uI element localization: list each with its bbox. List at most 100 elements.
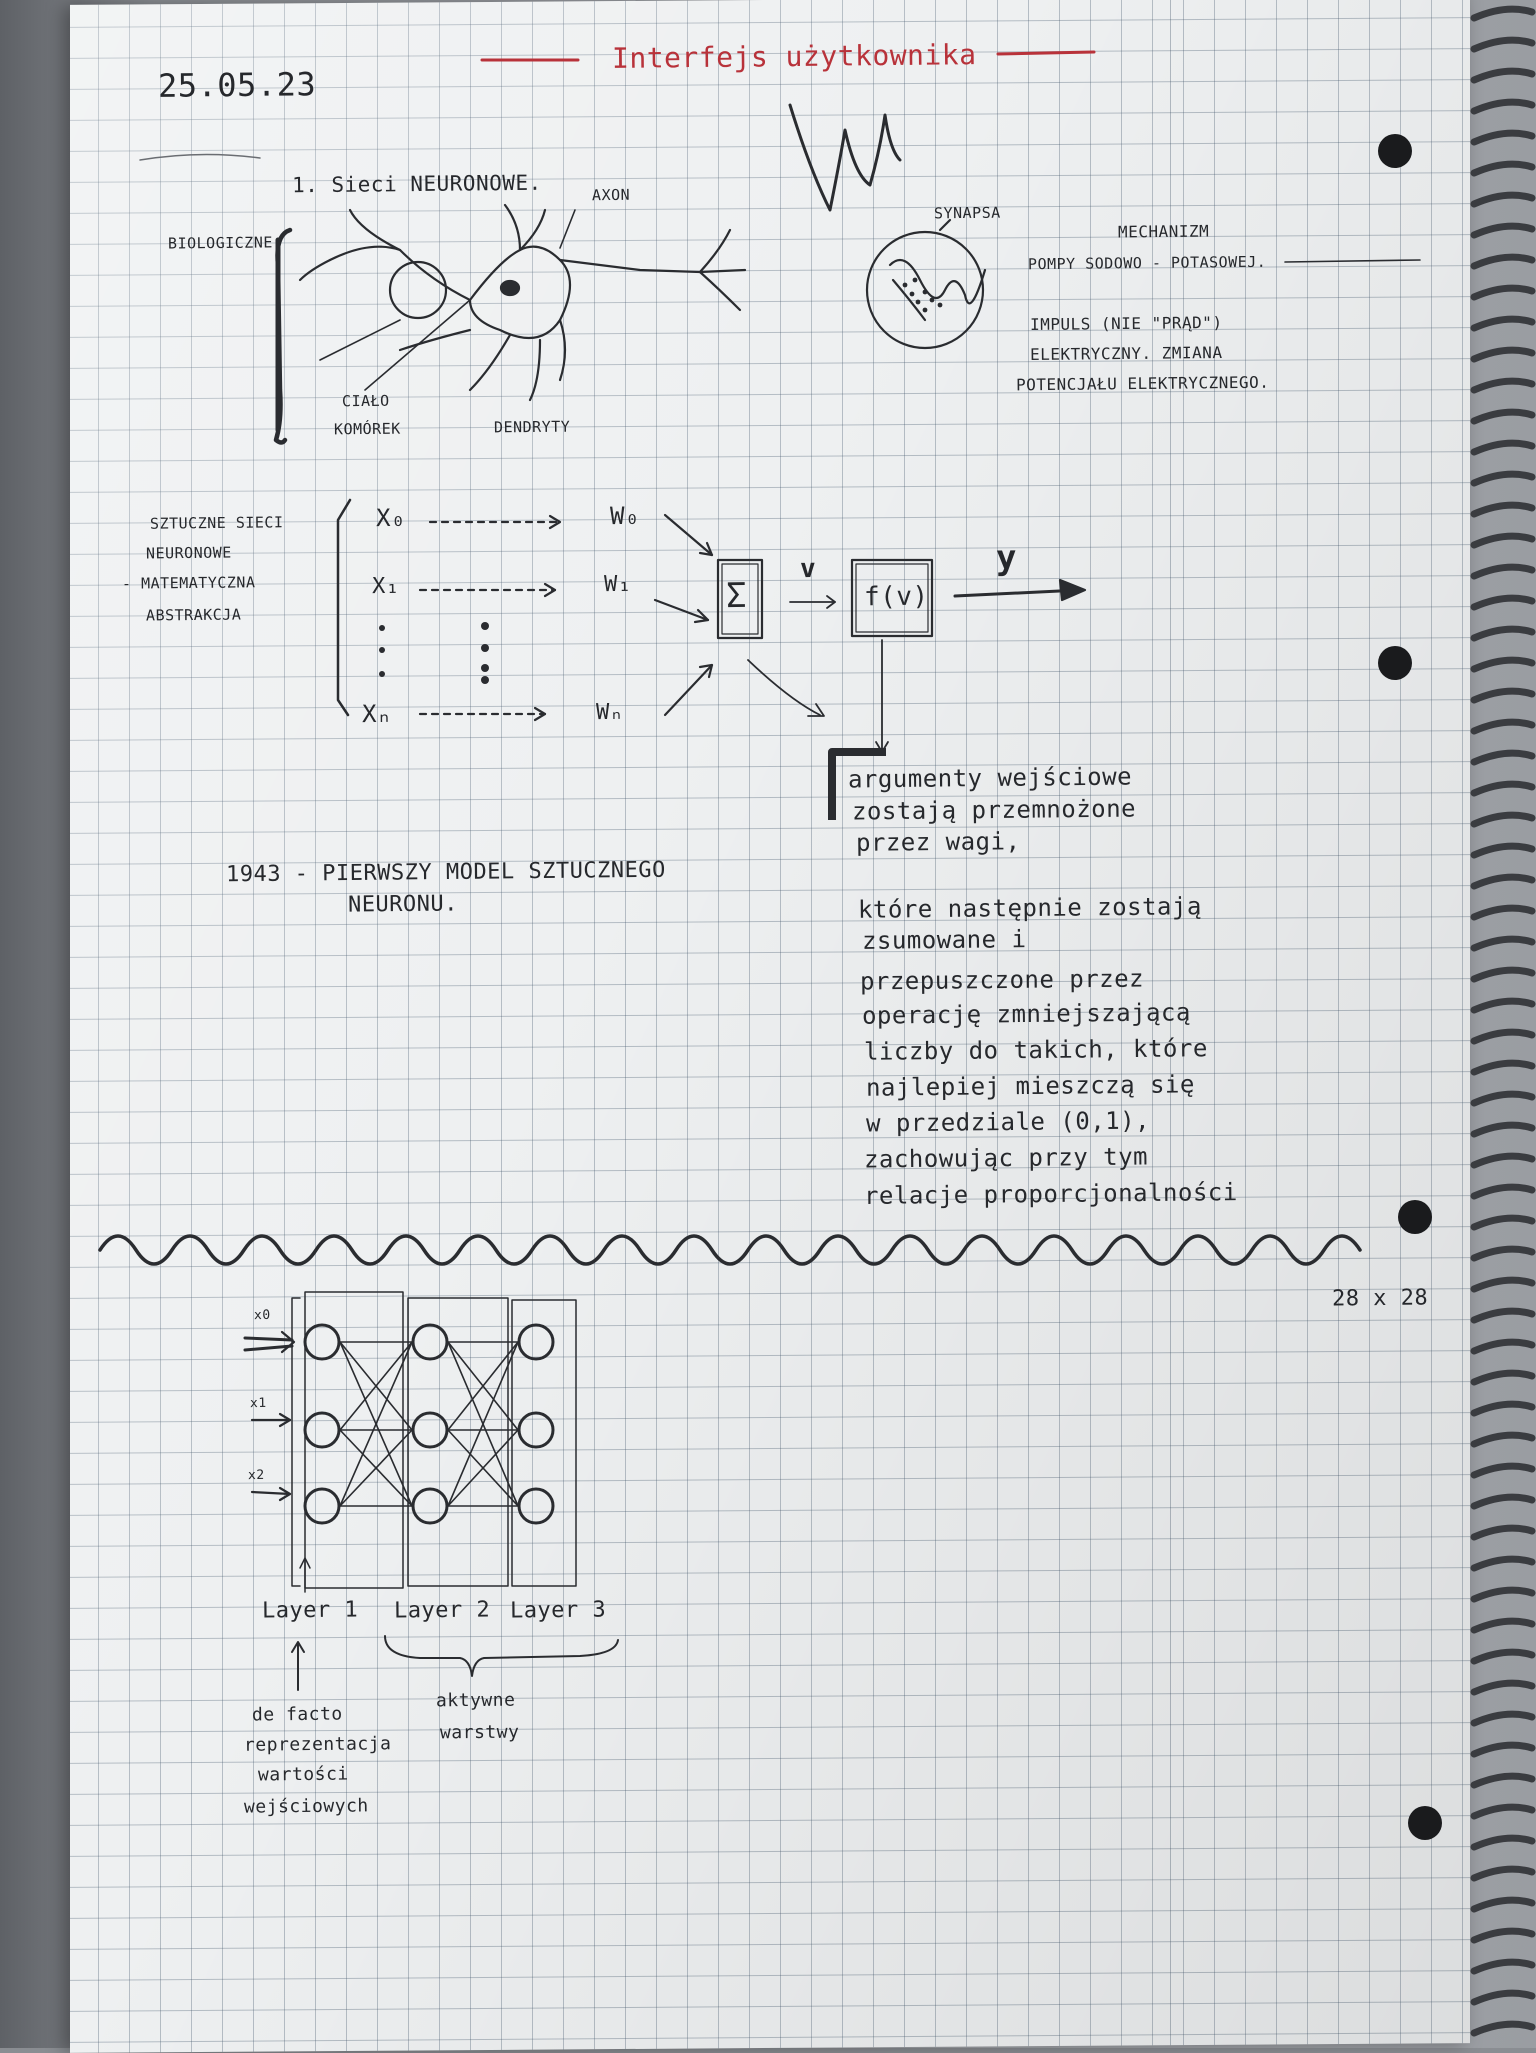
network-edge bbox=[339, 1341, 413, 1431]
network-node bbox=[517, 1487, 555, 1525]
network-node bbox=[517, 1411, 555, 1449]
spiral-coil bbox=[1470, 1834, 1536, 1851]
label-biological: BIOLOGICZNE bbox=[167, 233, 273, 253]
spiral-coil bbox=[1470, 1493, 1536, 1510]
explanation-line: argumenty wejściowe bbox=[847, 762, 1133, 794]
spiral-coil bbox=[1470, 439, 1536, 456]
network-node bbox=[411, 1487, 449, 1525]
label-dendrites: DENDRYTY bbox=[493, 417, 571, 437]
network-edge bbox=[339, 1341, 413, 1507]
weight-wn: Wₙ bbox=[595, 699, 624, 726]
spiral-coil bbox=[1470, 1276, 1536, 1293]
input-label-x2: x2 bbox=[247, 1467, 265, 1484]
spiral-coil bbox=[1470, 129, 1536, 146]
spiral-coil bbox=[1470, 563, 1536, 580]
spiral-coil bbox=[1470, 1307, 1536, 1324]
spiral-coil bbox=[1470, 1214, 1536, 1231]
punch-hole bbox=[1408, 1806, 1442, 1840]
input-x1: X₁ bbox=[371, 573, 400, 600]
impulse-text: IMPULS (NIE "PRĄD") bbox=[1029, 312, 1223, 335]
spiral-coil bbox=[1470, 1183, 1536, 1200]
explanation-line: najlepiej mieszczą się bbox=[865, 1070, 1196, 1102]
spiral-coil bbox=[1470, 1710, 1536, 1727]
network-node bbox=[411, 1411, 449, 1449]
explanation-line: relacje proporcjonalności bbox=[863, 1178, 1238, 1210]
layer-label: Layer 3 bbox=[509, 1597, 607, 1624]
spiral-coil bbox=[1470, 222, 1536, 239]
network-node bbox=[303, 1411, 341, 1449]
spiral-coil bbox=[1470, 1896, 1536, 1913]
spiral-coil bbox=[1470, 749, 1536, 766]
spiral-coil bbox=[1470, 1741, 1536, 1758]
spiral-coil bbox=[1470, 625, 1536, 642]
activation-function: f(v) bbox=[863, 581, 929, 613]
impulse-text: ELEKTRYCZNY. ZMIANA bbox=[1029, 342, 1223, 365]
network-edge bbox=[447, 1341, 519, 1431]
network-edge bbox=[447, 1429, 519, 1507]
spiral-coil bbox=[1470, 1958, 1536, 1975]
page-title: Interfejs użytkownika bbox=[611, 38, 977, 75]
spiral-coil bbox=[1470, 842, 1536, 859]
spiral-coil bbox=[1470, 408, 1536, 425]
spiral-coil bbox=[1470, 780, 1536, 797]
spiral-coil bbox=[1470, 935, 1536, 952]
spiral-coil bbox=[1470, 997, 1536, 1014]
spiral-coil bbox=[1470, 1989, 1536, 2006]
spiral-coil bbox=[1470, 873, 1536, 890]
spiral-coil bbox=[1470, 1927, 1536, 1944]
spiral-coil bbox=[1470, 5, 1536, 22]
weight-w0: W₀ bbox=[609, 501, 641, 531]
spiral-coil bbox=[1470, 811, 1536, 828]
spiral-coil bbox=[1470, 1245, 1536, 1262]
sum-symbol: Σ bbox=[725, 575, 748, 617]
spiral-coil bbox=[1470, 1400, 1536, 1417]
input-label-x1: x1 bbox=[249, 1395, 267, 1412]
dimension-label: 28 x 28 bbox=[1331, 1285, 1429, 1312]
spiral-coil bbox=[1470, 1617, 1536, 1634]
network-node bbox=[303, 1487, 341, 1525]
explanation-line: zachowując przy tym bbox=[863, 1142, 1149, 1174]
layer-label: Layer 1 bbox=[261, 1597, 359, 1624]
explanation-line: przepuszczone przez bbox=[859, 964, 1145, 996]
spiral-coil bbox=[1470, 687, 1536, 704]
spiral-coil bbox=[1470, 1648, 1536, 1665]
spiral-coil bbox=[1470, 904, 1536, 921]
note-input-repr: wejściowych bbox=[243, 1795, 369, 1818]
history-note: 1943 - PIERWSZY MODEL SZTUCZNEGO bbox=[225, 857, 666, 888]
spiral-coil bbox=[1470, 1152, 1536, 1169]
spiral-coil bbox=[1470, 1462, 1536, 1479]
note-input-repr: de facto bbox=[251, 1703, 343, 1726]
spiral-coil bbox=[1470, 1772, 1536, 1789]
output-y: y bbox=[995, 537, 1018, 579]
note-active-layers: warstwy bbox=[439, 1721, 520, 1744]
spiral-coil bbox=[1470, 346, 1536, 363]
explanation-line: operację zmniejszającą bbox=[861, 998, 1192, 1030]
network-node bbox=[517, 1323, 555, 1361]
explanation-line: w przedziale (0,1), bbox=[865, 1106, 1151, 1138]
label-axon: AXON bbox=[591, 185, 631, 205]
spiral-coil bbox=[1470, 67, 1536, 84]
network-node bbox=[303, 1323, 341, 1361]
spiral-coil bbox=[1470, 1059, 1536, 1076]
spiral-coil bbox=[1470, 1865, 1536, 1882]
explanation-line: przez wagi, bbox=[855, 827, 1021, 857]
spiral-coil bbox=[1470, 160, 1536, 177]
spiral-coil bbox=[1470, 532, 1536, 549]
input-x0: X₀ bbox=[375, 503, 407, 533]
spiral-coil bbox=[1470, 1524, 1536, 1541]
spiral-coil bbox=[1470, 191, 1536, 208]
label-cell-body: CIAŁO bbox=[341, 391, 390, 411]
explanation-line: które następnie zostają bbox=[857, 892, 1202, 924]
network-node bbox=[411, 1323, 449, 1361]
input-label-x0: x0 bbox=[253, 1307, 271, 1324]
note-active-layers: aktywne bbox=[435, 1689, 516, 1712]
spiral-coil bbox=[1470, 656, 1536, 673]
network-edge bbox=[447, 1341, 519, 1507]
spiral-coil bbox=[1470, 315, 1536, 332]
spiral-coil bbox=[1470, 1369, 1536, 1386]
spiral-binding bbox=[1470, 5, 1536, 2037]
punch-hole bbox=[1378, 134, 1412, 168]
label-artificial: NEURONOWE bbox=[145, 543, 232, 563]
spiral-coil bbox=[1470, 470, 1536, 487]
